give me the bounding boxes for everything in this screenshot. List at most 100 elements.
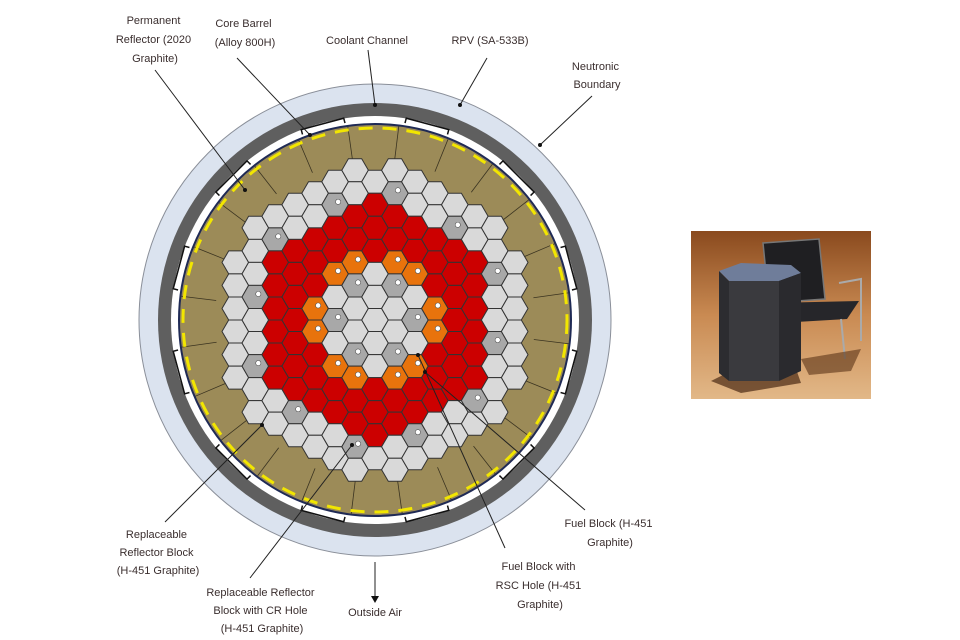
graphite-block	[711, 263, 801, 393]
coolant-channel	[404, 117, 450, 135]
control-hole	[335, 314, 341, 320]
reflector-block-boundary	[350, 478, 356, 514]
label-fuel-block-rsc: Fuel Block with RSC Hole (H-451 Graphite…	[496, 561, 585, 611]
reflector-block-boundary	[254, 166, 277, 195]
leader-neutronic-boundary	[539, 95, 593, 146]
reflector-block-boundary	[181, 295, 217, 301]
label-rpv: RPV (SA-533B)	[451, 35, 528, 47]
reflector-block-boundary	[219, 202, 248, 225]
control-hole	[434, 325, 441, 332]
control-hole	[395, 256, 401, 263]
label-fuel-block: Fuel Block (H-451 Graphite)	[564, 518, 655, 549]
reflector-block-boundary	[470, 164, 493, 193]
coolant-channel-outline	[300, 505, 346, 523]
control-hole	[315, 325, 322, 332]
leader-replaceable-reflector-cr	[249, 444, 353, 579]
coolant-channel-outline	[560, 245, 578, 291]
reflector-block-boundary	[533, 292, 569, 299]
coolant-channel-outline	[404, 505, 450, 523]
control-hole	[494, 337, 501, 343]
leader-fuel-block	[424, 371, 586, 511]
neutronic-boundary	[181, 126, 569, 514]
label-replaceable-reflector: Replaceable Reflector Block (H-451 Graph…	[117, 529, 200, 577]
reflector-block-boundary	[473, 445, 496, 474]
leader-lines	[154, 49, 593, 598]
coolant-channel-outline	[172, 245, 190, 291]
coolant-channel-outline	[214, 443, 252, 481]
control-hole	[355, 371, 361, 378]
control-hole	[395, 187, 401, 194]
reflector-block-boundary	[257, 447, 280, 476]
coolant-channel-outline	[172, 349, 190, 395]
fuel-block-photo	[691, 231, 871, 399]
control-hole	[275, 233, 282, 240]
reflector-block-boundary	[394, 126, 400, 162]
label-coolant-channel: Coolant Channel	[326, 35, 408, 47]
reflector-block-boundary	[347, 126, 354, 162]
label-outside-air: Outside Air	[348, 607, 402, 619]
reflector-block-boundary	[500, 199, 529, 222]
leader-rpv	[459, 57, 488, 106]
reflector-block-boundary	[434, 139, 449, 172]
reflector-block-boundary	[194, 246, 227, 261]
leader-core-barrel	[236, 57, 311, 136]
reflector-block	[500, 365, 529, 390]
reflector-block-boundary	[301, 468, 316, 501]
coolant-channel	[404, 505, 450, 523]
control-hole	[315, 302, 322, 309]
leader-coolant-channel	[367, 49, 376, 106]
control-hole	[395, 279, 401, 286]
control-hole	[355, 256, 361, 263]
reflector-block-boundary	[221, 418, 250, 441]
coolant-channel	[498, 443, 536, 481]
control-hole	[295, 406, 302, 413]
control-hole	[494, 268, 501, 274]
control-hole	[414, 314, 421, 320]
control-hole	[434, 302, 441, 309]
coolant-channel	[560, 349, 578, 395]
control-hole	[414, 268, 421, 274]
control-hole	[255, 360, 262, 366]
reflector-block	[480, 400, 509, 425]
coolant-channel	[498, 159, 536, 197]
leader-fuel-block-rsc	[417, 354, 506, 549]
control-hole	[395, 371, 401, 378]
coolant-channels	[172, 117, 578, 523]
label-permanent-reflector: Permanent Reflector (2020 Graphite)	[116, 15, 194, 65]
hex-block-grid	[221, 158, 529, 482]
label-core-barrel: Core Barrel (Alloy 800H)	[215, 18, 276, 49]
control-hole	[355, 279, 361, 286]
coolant-channel	[214, 443, 252, 481]
reflector-block-boundary	[195, 382, 228, 397]
reflector-block-boundary	[437, 467, 452, 500]
coolant-channel	[560, 245, 578, 291]
control-hole	[335, 268, 341, 274]
control-hole	[335, 360, 341, 366]
reflector-block-boundary	[298, 140, 313, 173]
label-replaceable-reflector-cr: Replaceable Reflector Block with CR Hole…	[206, 587, 317, 635]
control-hole	[474, 394, 481, 401]
reflector-block-boundary	[181, 341, 217, 348]
coolant-channel-outline	[498, 159, 536, 197]
control-hole	[395, 348, 401, 355]
reflector-block-boundary	[502, 415, 531, 438]
leader-replaceable-reflector	[164, 424, 263, 523]
coolant-channel-outline	[214, 159, 252, 197]
coolant-channel	[172, 349, 190, 395]
control-hole	[454, 221, 461, 228]
leader-arrowheads	[243, 103, 542, 603]
control-hole	[414, 360, 421, 366]
control-hole	[355, 440, 361, 447]
control-hole	[255, 291, 262, 297]
reflector-block-boundary	[522, 243, 555, 258]
reflector-block-boundary	[396, 478, 403, 514]
reflector-block-boundary	[523, 379, 556, 394]
control-hole	[335, 198, 341, 205]
coolant-channel-outline	[560, 349, 578, 395]
control-hole	[355, 348, 361, 355]
coolant-channel-outline	[404, 117, 450, 135]
coolant-channel-outline	[300, 117, 346, 135]
coolant-channel-outline	[498, 443, 536, 481]
label-neutronic-boundary: Neutronic Boundary	[572, 61, 622, 91]
